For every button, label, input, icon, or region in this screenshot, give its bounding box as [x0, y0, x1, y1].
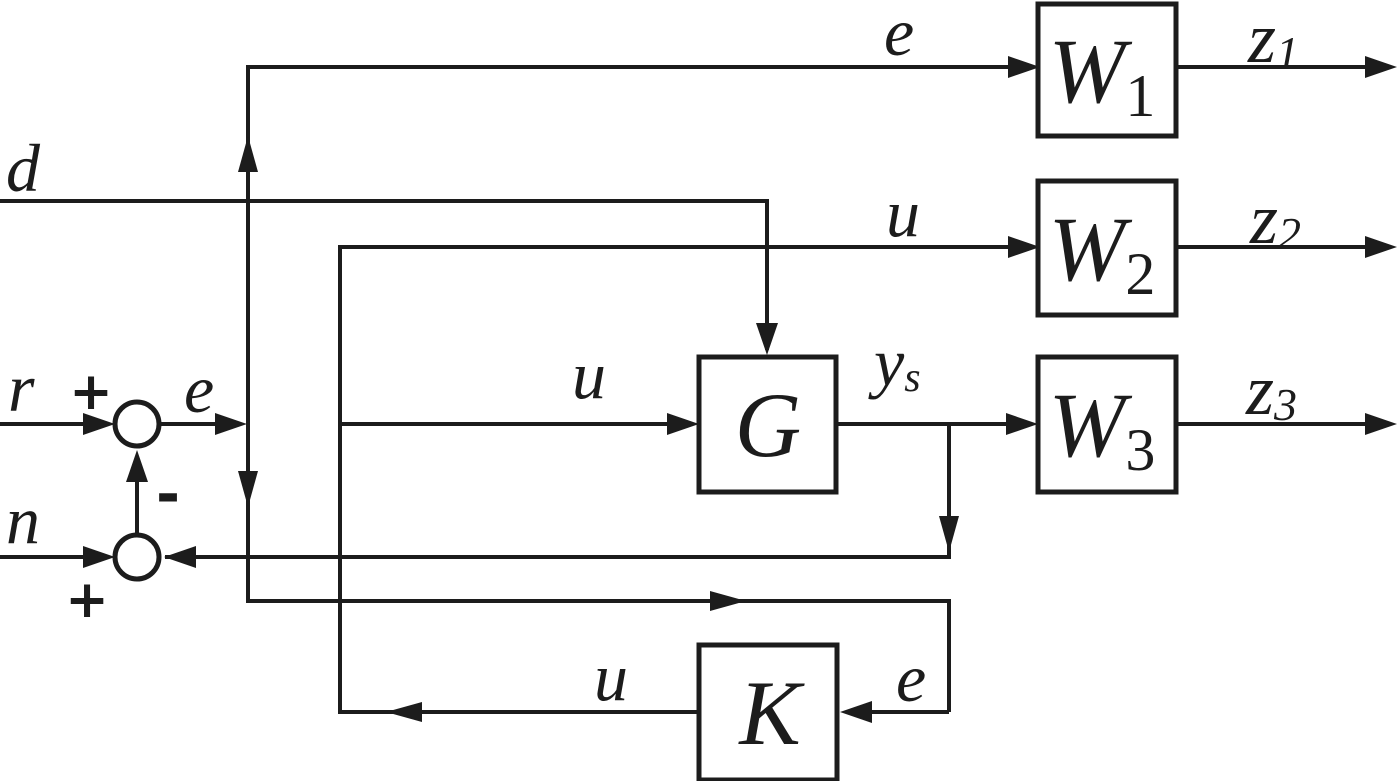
arrowhead-sum2-into-sum1 — [126, 450, 148, 482]
arrowhead-into-k — [840, 701, 872, 723]
arrowhead-u-from-k-marker — [386, 702, 422, 722]
arrowhead-ys-drop-marker — [939, 516, 959, 552]
block-g — [696, 354, 839, 495]
arrowhead-r-into-sum1 — [83, 413, 115, 435]
label-n: n — [6, 482, 40, 558]
arrowhead-d-into-g — [756, 323, 778, 355]
sum2-plus-sign: + — [65, 570, 109, 630]
block-w3-label: W3 — [1049, 374, 1156, 483]
signal-labels: d r n e e u u ys u e z1 z2 z3 — [6, 0, 1301, 716]
label-e-to-k: e — [896, 640, 926, 716]
arrowhead-into-w3 — [1006, 413, 1038, 435]
arrowhead-into-w1 — [1008, 56, 1040, 78]
block-k — [696, 642, 840, 781]
summing-junctions — [112, 399, 162, 582]
sum-signs: + - + — [65, 362, 180, 630]
sum1-plus-sign: + — [69, 362, 113, 422]
block-w2 — [1035, 178, 1179, 318]
block-w1 — [1035, 1, 1179, 139]
sum-junction-1 — [112, 399, 162, 449]
label-z1: z1 — [1247, 0, 1299, 78]
block-k-label: K — [737, 662, 805, 764]
block-w3 — [1035, 354, 1179, 495]
arrowhead-into-w2 — [1008, 236, 1040, 258]
arrowhead-u-into-g — [667, 413, 699, 435]
sum-junction-2 — [112, 532, 162, 582]
block-w1-label: W1 — [1049, 20, 1156, 129]
sum1-minus-sign: - — [156, 460, 180, 528]
block-g-label: G — [735, 374, 801, 476]
label-d: d — [6, 130, 41, 206]
label-u-to-w2: u — [886, 175, 920, 251]
blocks — [696, 1, 1179, 781]
wires — [0, 65, 1366, 714]
label-u-from-k: u — [594, 639, 628, 715]
block-labels: W1 W2 W3 G K — [735, 20, 1156, 764]
label-z3: z3 — [1245, 350, 1297, 430]
label-r: r — [8, 350, 35, 426]
label-u-to-g: u — [572, 337, 606, 413]
arrowhead-z2-out — [1365, 236, 1397, 258]
arrowhead-e-down-marker — [238, 471, 258, 507]
label-ys: ys — [868, 324, 921, 401]
arrowhead-feedback-into-sum2 — [164, 546, 196, 568]
arrowhead-n-into-sum2 — [83, 546, 115, 568]
label-e-sum-output: e — [184, 351, 214, 427]
label-e-to-w1: e — [884, 0, 914, 70]
block-w2-label: W2 — [1049, 198, 1156, 307]
arrowhead-z1-out — [1365, 56, 1397, 78]
arrowhead-e-up-marker — [238, 136, 258, 172]
arrowhead-e-into-branch — [215, 413, 247, 435]
arrowhead-z3-out — [1365, 413, 1397, 435]
arrowhead-e-to-k-marker — [710, 591, 746, 611]
label-z2: z2 — [1249, 179, 1301, 259]
arrowheads — [83, 56, 1397, 723]
